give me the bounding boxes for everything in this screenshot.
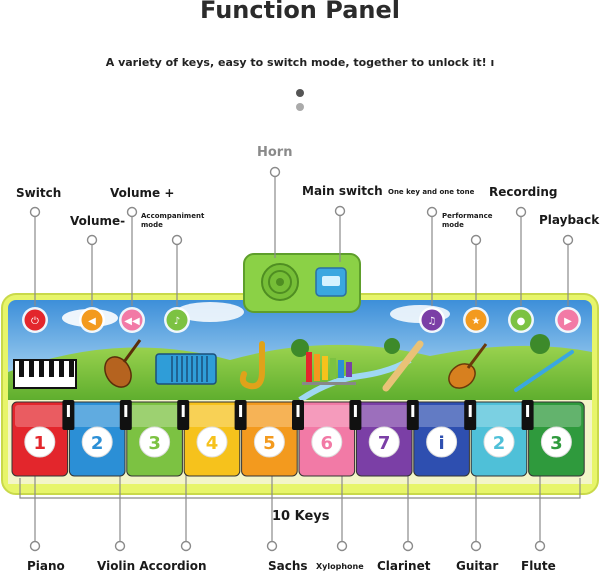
carousel-dot-active[interactable] — [296, 89, 304, 97]
label-violin-accordion: Violin Accordion — [97, 559, 207, 573]
label-piano: Piano — [27, 559, 65, 573]
label-xylophone: Xylophone — [316, 562, 364, 571]
label-accompaniment-mode: Accompaniment mode — [141, 212, 205, 229]
keys-bed — [8, 400, 592, 484]
label-one-key-one-tone: One key and one tone — [388, 188, 475, 196]
label-volume-minus: Volume- — [70, 214, 126, 228]
label-main-switch: Main switch — [302, 184, 383, 198]
tree — [291, 339, 309, 357]
cloud — [62, 309, 118, 327]
tree — [384, 338, 400, 354]
label-guitar: Guitar — [456, 559, 499, 573]
page-subtitle: A variety of keys, easy to switch mode, … — [105, 56, 495, 69]
page-title: Function Panel — [200, 0, 400, 24]
label-performance-mode: Performance mode — [442, 212, 493, 229]
label-switch: Switch — [16, 186, 62, 200]
mat-scene-hills — [8, 344, 592, 400]
label-horn: Horn — [257, 145, 293, 160]
tree — [530, 334, 550, 354]
label-flute: Flute — [521, 559, 556, 573]
label-recording: Recording — [489, 185, 558, 199]
label-10-keys: 10 Keys — [272, 509, 330, 524]
carousel-dot[interactable] — [296, 103, 304, 111]
cloud — [176, 302, 244, 322]
label-volume-plus: Volume + — [110, 186, 175, 200]
label-clarinet: Clarinet — [377, 559, 431, 573]
cloud — [390, 305, 450, 323]
label-sachs: Sachs — [268, 559, 308, 573]
label-playback: Playback — [539, 213, 600, 227]
